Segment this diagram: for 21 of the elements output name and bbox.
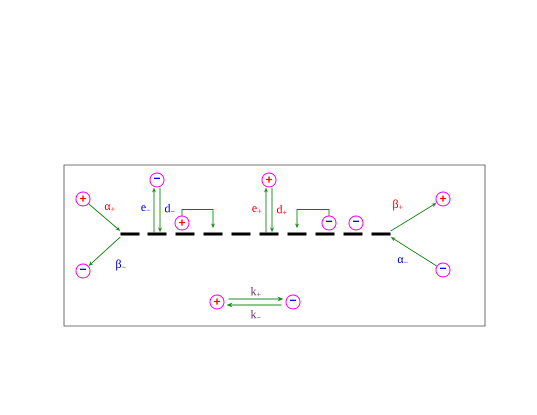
lattice-site <box>176 232 194 236</box>
edge-label: e$_{+}$ <box>252 206 262 213</box>
arrow <box>88 236 121 266</box>
edge-label: d$_{+}$ <box>276 204 287 214</box>
edge-label: α$_{−}$ <box>398 257 408 264</box>
lattice-site <box>372 232 390 236</box>
edge-label: k$_{−}$ <box>250 310 261 318</box>
lattice-site <box>260 232 278 236</box>
lattice-site <box>120 232 140 236</box>
edge-label: α$_{+}$ <box>104 204 115 211</box>
edge-label: k$_{+}$ <box>250 286 261 296</box>
lattice-site <box>204 232 222 236</box>
lattice-site <box>316 232 334 236</box>
edge-label: e$_{−}$ <box>141 205 150 212</box>
edge-label: d$_{−}$ <box>164 204 175 212</box>
edge-label: β$_{−}$ <box>116 260 126 270</box>
edge-label: β$_{+}$ <box>393 200 403 210</box>
lattice-site <box>344 232 362 236</box>
lattice-site <box>148 232 166 236</box>
lattice-site <box>232 232 250 236</box>
lattice-site <box>288 232 306 236</box>
